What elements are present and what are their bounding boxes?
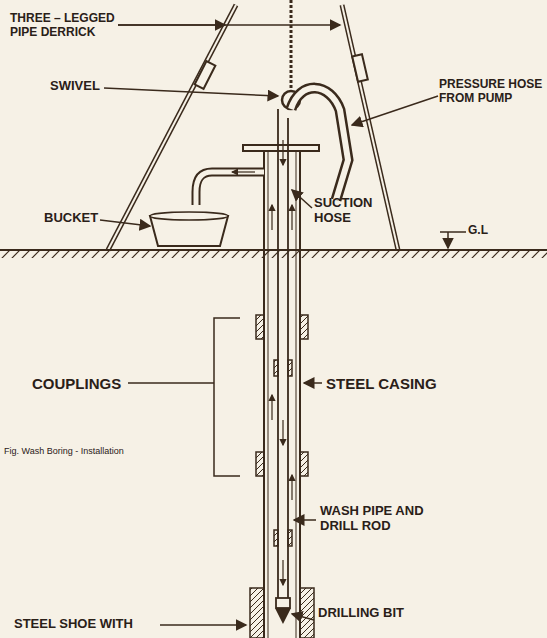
leader-line	[100, 25, 438, 625]
part-label: STEEL CASING	[326, 375, 437, 392]
part-label: G.L	[468, 224, 488, 238]
flow-arrow	[232, 140, 292, 585]
part-label: SUCTION HOSE	[314, 196, 394, 226]
derrick	[108, 0, 398, 250]
part-label: SWIVEL	[50, 79, 100, 94]
part-label: THREE – LEGGED PIPE DERRICK	[10, 12, 118, 40]
ground-hatch	[0, 250, 547, 258]
part-label: COUPLINGS	[32, 375, 121, 392]
part-label: WASH PIPE AND DRILL ROD	[320, 504, 460, 534]
part-label: PRESSURE HOSE FROM PUMP	[439, 78, 543, 106]
part-label: DRILLING BIT	[318, 606, 404, 621]
coupling	[256, 315, 308, 546]
part-label: BUCKET	[44, 211, 98, 226]
figure-caption: Fig. Wash Boring - Installation	[4, 446, 124, 456]
suction-outlet	[196, 172, 264, 205]
steel-casing	[243, 145, 319, 638]
steel-shoe	[250, 588, 264, 638]
part-label: STEEL SHOE WITH	[14, 617, 133, 632]
